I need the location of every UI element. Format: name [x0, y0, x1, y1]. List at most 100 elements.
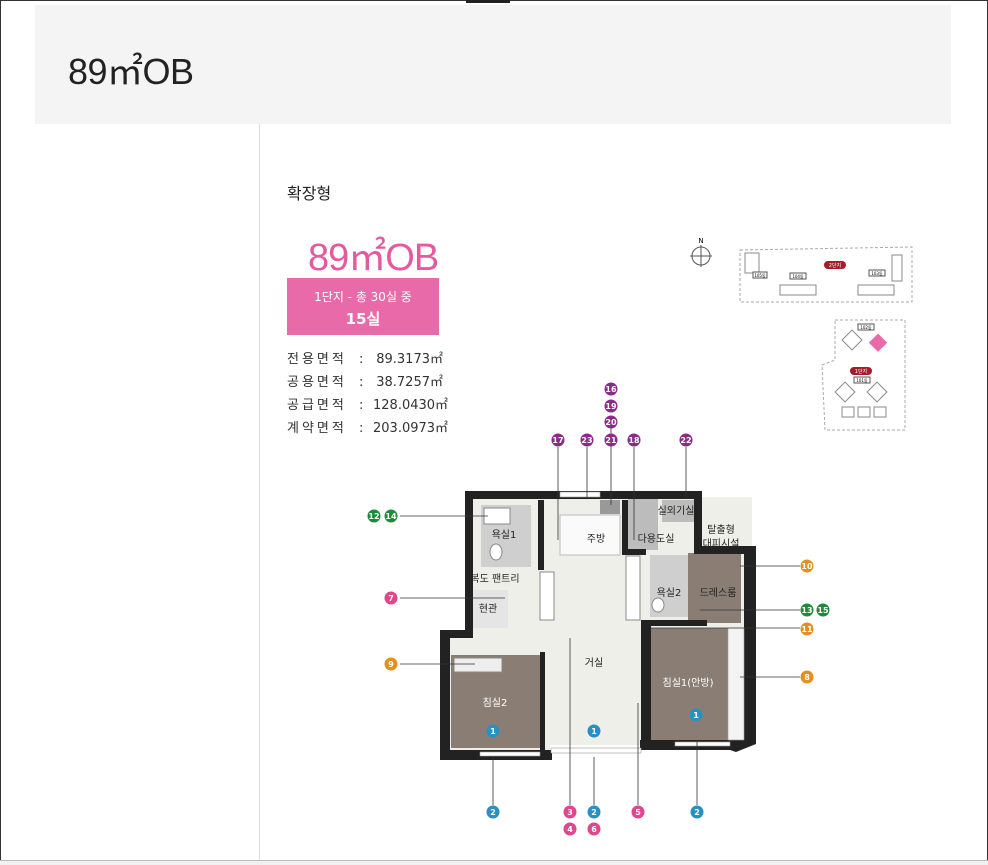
- area-label: 공급면적: [287, 398, 347, 413]
- area-colon: :: [359, 398, 364, 413]
- page-header: 89㎡OB: [35, 5, 951, 124]
- unit-count-total: 1단지 - 총 30실 중: [314, 290, 412, 304]
- area-row: 전용면적 : 89.3173㎡: [287, 348, 443, 371]
- site-map-complex1: 102동 1단지 101동: [821, 319, 906, 431]
- room-label-corridor-pantry: 복도 팬트리: [470, 573, 519, 585]
- area-table: 전용면적 : 89.3173㎡ 공용면적 : 38.7257㎡ 공급면적 : 1…: [287, 348, 449, 440]
- compass-icon: N: [690, 237, 712, 267]
- svg-text:7: 7: [388, 594, 394, 603]
- building-label: 101동: [856, 378, 868, 383]
- marker-13[interactable]: 13: [800, 603, 814, 617]
- area-label: 전용면적: [287, 352, 347, 367]
- svg-text:3: 3: [567, 808, 573, 817]
- svg-text:8: 8: [804, 673, 810, 682]
- marker-5[interactable]: 5: [631, 805, 645, 819]
- markers: 16 19 20 17 23 21 18 22 12 14 7 9 10 13 …: [367, 382, 830, 836]
- marker-2-bed2[interactable]: 2: [486, 805, 500, 819]
- svg-text:1: 1: [490, 727, 496, 736]
- svg-text:12: 12: [368, 512, 379, 521]
- marker-2-living[interactable]: 2: [587, 805, 601, 819]
- svg-text:2: 2: [694, 808, 700, 817]
- marker-20[interactable]: 20: [604, 415, 618, 429]
- svg-text:10: 10: [801, 562, 813, 571]
- marker-3[interactable]: 3: [563, 805, 577, 819]
- area-colon: :: [359, 375, 364, 390]
- marker-8[interactable]: 8: [800, 670, 814, 684]
- svg-text:1: 1: [693, 711, 699, 720]
- marker-1-bed1[interactable]: 1: [689, 708, 703, 722]
- area-row: 계약면적 : 203.0973㎡: [287, 417, 449, 440]
- room-label-outdoor-unit: 실외기실: [658, 505, 695, 517]
- marker-19[interactable]: 19: [604, 399, 618, 413]
- building-label: 105동: [754, 273, 766, 278]
- scroll-indicator: [466, 0, 510, 3]
- marker-10[interactable]: 10: [800, 559, 814, 573]
- marker-16[interactable]: 16: [604, 382, 618, 396]
- unit-count-value: 15실: [345, 310, 381, 328]
- area-colon: :: [359, 421, 364, 436]
- window-bottom-edge: [0, 860, 988, 865]
- marker-1-living[interactable]: 1: [587, 724, 601, 738]
- marker-11[interactable]: 11: [800, 622, 814, 636]
- marker-4[interactable]: 4: [563, 822, 577, 836]
- marker-2-bed1[interactable]: 2: [690, 805, 704, 819]
- area-value: 128.0430㎡: [373, 398, 449, 413]
- site-map-complex2: 105동 104동 103동 2단지: [739, 246, 913, 303]
- complex2-badge: 2단지: [829, 262, 841, 269]
- unit-type-label: 89㎡OB: [308, 237, 439, 279]
- marker-14[interactable]: 14: [384, 509, 398, 523]
- leader-lines: [400, 427, 800, 805]
- page-title: 89㎡OB: [68, 51, 194, 92]
- floor-plan: [440, 491, 756, 760]
- room-label-evacuation-2: 대피시설: [703, 538, 740, 550]
- selected-building-marker: [868, 333, 888, 352]
- marker-22[interactable]: 22: [679, 433, 693, 447]
- room-label-bedroom1: 침실1(안방): [663, 677, 714, 689]
- marker-12[interactable]: 12: [367, 509, 381, 523]
- svg-text:23: 23: [581, 436, 592, 445]
- building-label: 102동: [860, 325, 872, 330]
- area-row: 공용면적 : 38.7257㎡: [287, 371, 443, 394]
- room-labels: 욕실1 주방 다용도실 실외기실 탈출형 대피시설 복도 팬트리 현관 욕실2 …: [470, 505, 739, 709]
- marker-21[interactable]: 21: [604, 433, 618, 447]
- svg-text:16: 16: [605, 385, 617, 394]
- svg-text:5: 5: [635, 808, 641, 817]
- marker-1-bed2[interactable]: 1: [486, 724, 500, 738]
- north-label: N: [698, 237, 703, 245]
- svg-text:17: 17: [552, 436, 563, 445]
- svg-text:21: 21: [605, 436, 617, 445]
- room-label-entrance: 현관: [479, 603, 497, 615]
- room-label-kitchen: 주방: [587, 533, 605, 545]
- marker-9[interactable]: 9: [384, 657, 398, 671]
- marker-23[interactable]: 23: [580, 433, 594, 447]
- marker-17[interactable]: 17: [551, 433, 565, 447]
- svg-text:15: 15: [817, 606, 829, 615]
- svg-text:9: 9: [388, 660, 394, 669]
- room-label-living: 거실: [585, 657, 603, 669]
- svg-text:20: 20: [605, 418, 617, 427]
- svg-text:4: 4: [567, 825, 573, 834]
- column-divider: [259, 124, 260, 860]
- area-label: 계약면적: [287, 421, 347, 436]
- area-label: 공용면적: [287, 375, 347, 390]
- room-label-bath2: 욕실2: [657, 587, 682, 599]
- building-label: 104동: [792, 274, 804, 279]
- marker-7[interactable]: 7: [384, 591, 398, 605]
- svg-text:14: 14: [385, 512, 397, 521]
- area-value: 89.3173㎡: [376, 352, 443, 367]
- building-label: 103동: [871, 271, 883, 276]
- marker-6[interactable]: 6: [587, 822, 601, 836]
- marker-18[interactable]: 18: [627, 433, 641, 447]
- svg-text:13: 13: [801, 606, 812, 615]
- unit-subtitle: 확장형: [287, 184, 332, 203]
- area-row: 공급면적 : 128.0430㎡: [287, 394, 449, 417]
- area-colon: :: [359, 352, 364, 367]
- unit-count-badge: 1단지 - 총 30실 중 15실: [287, 278, 439, 335]
- area-value: 203.0973㎡: [373, 421, 449, 436]
- svg-text:2: 2: [490, 808, 496, 817]
- svg-text:18: 18: [628, 436, 640, 445]
- marker-15[interactable]: 15: [816, 603, 830, 617]
- svg-text:19: 19: [605, 402, 617, 411]
- room-label-evacuation: 탈출형: [707, 523, 735, 536]
